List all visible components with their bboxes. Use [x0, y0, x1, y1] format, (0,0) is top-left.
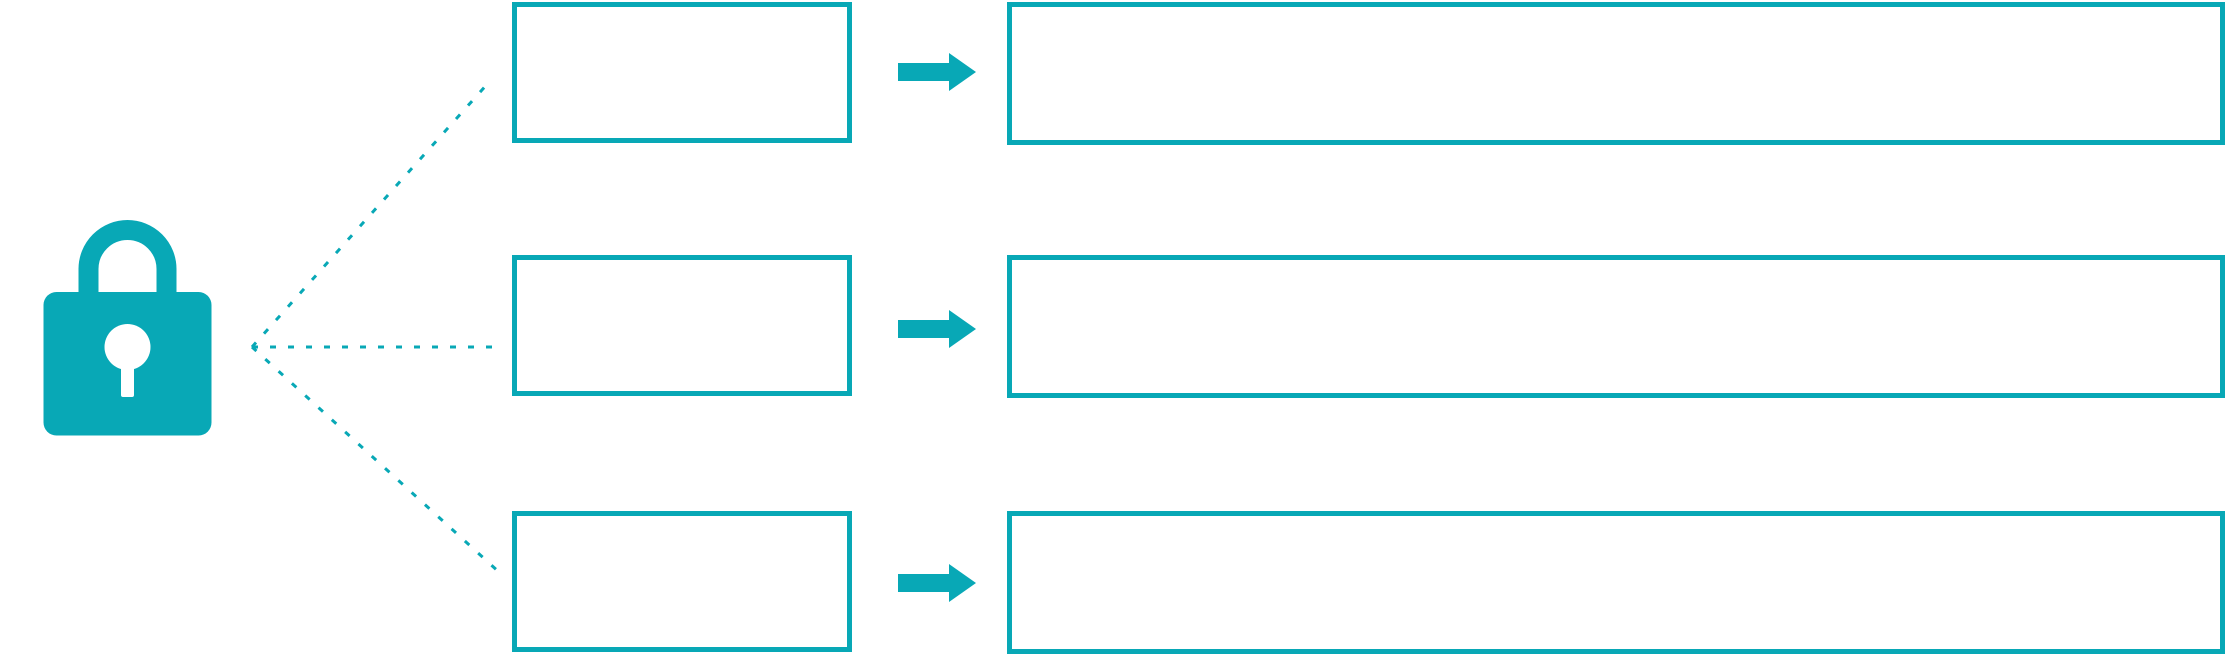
right-arrow-icon-3: [898, 564, 976, 602]
dotted-connector-top: [250, 79, 492, 349]
keyhole-stem: [121, 347, 134, 397]
detail-box-2: [1007, 255, 2225, 398]
right-arrow-icon-2: [898, 310, 976, 348]
dotted-connector-bottom: [250, 345, 502, 575]
detail-box-1: [1007, 2, 2225, 145]
label-box-3: [512, 511, 852, 652]
label-box-2: [512, 255, 852, 396]
right-arrow-icon-1: [898, 53, 976, 91]
lock-shackle: [78, 220, 177, 293]
label-box-1: [512, 2, 852, 143]
detail-box-3: [1007, 511, 2225, 654]
lock-icon: [43, 220, 212, 436]
